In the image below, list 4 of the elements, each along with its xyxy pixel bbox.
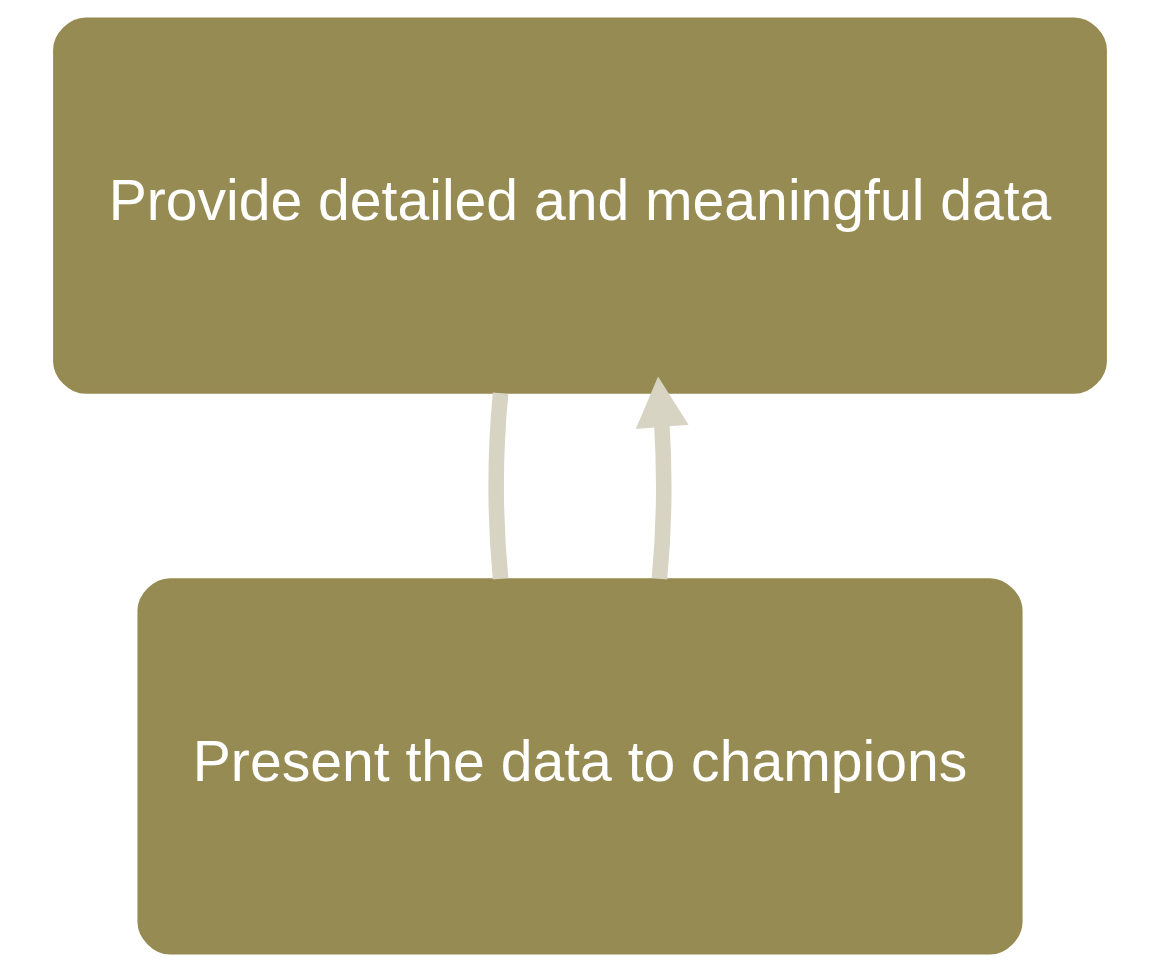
- connector: [488, 392, 508, 580]
- arrow: [635, 376, 689, 580]
- node-box: Provide detailed and meaningful data: [52, 17, 1107, 394]
- node-box: Present the data to champions: [136, 578, 1023, 955]
